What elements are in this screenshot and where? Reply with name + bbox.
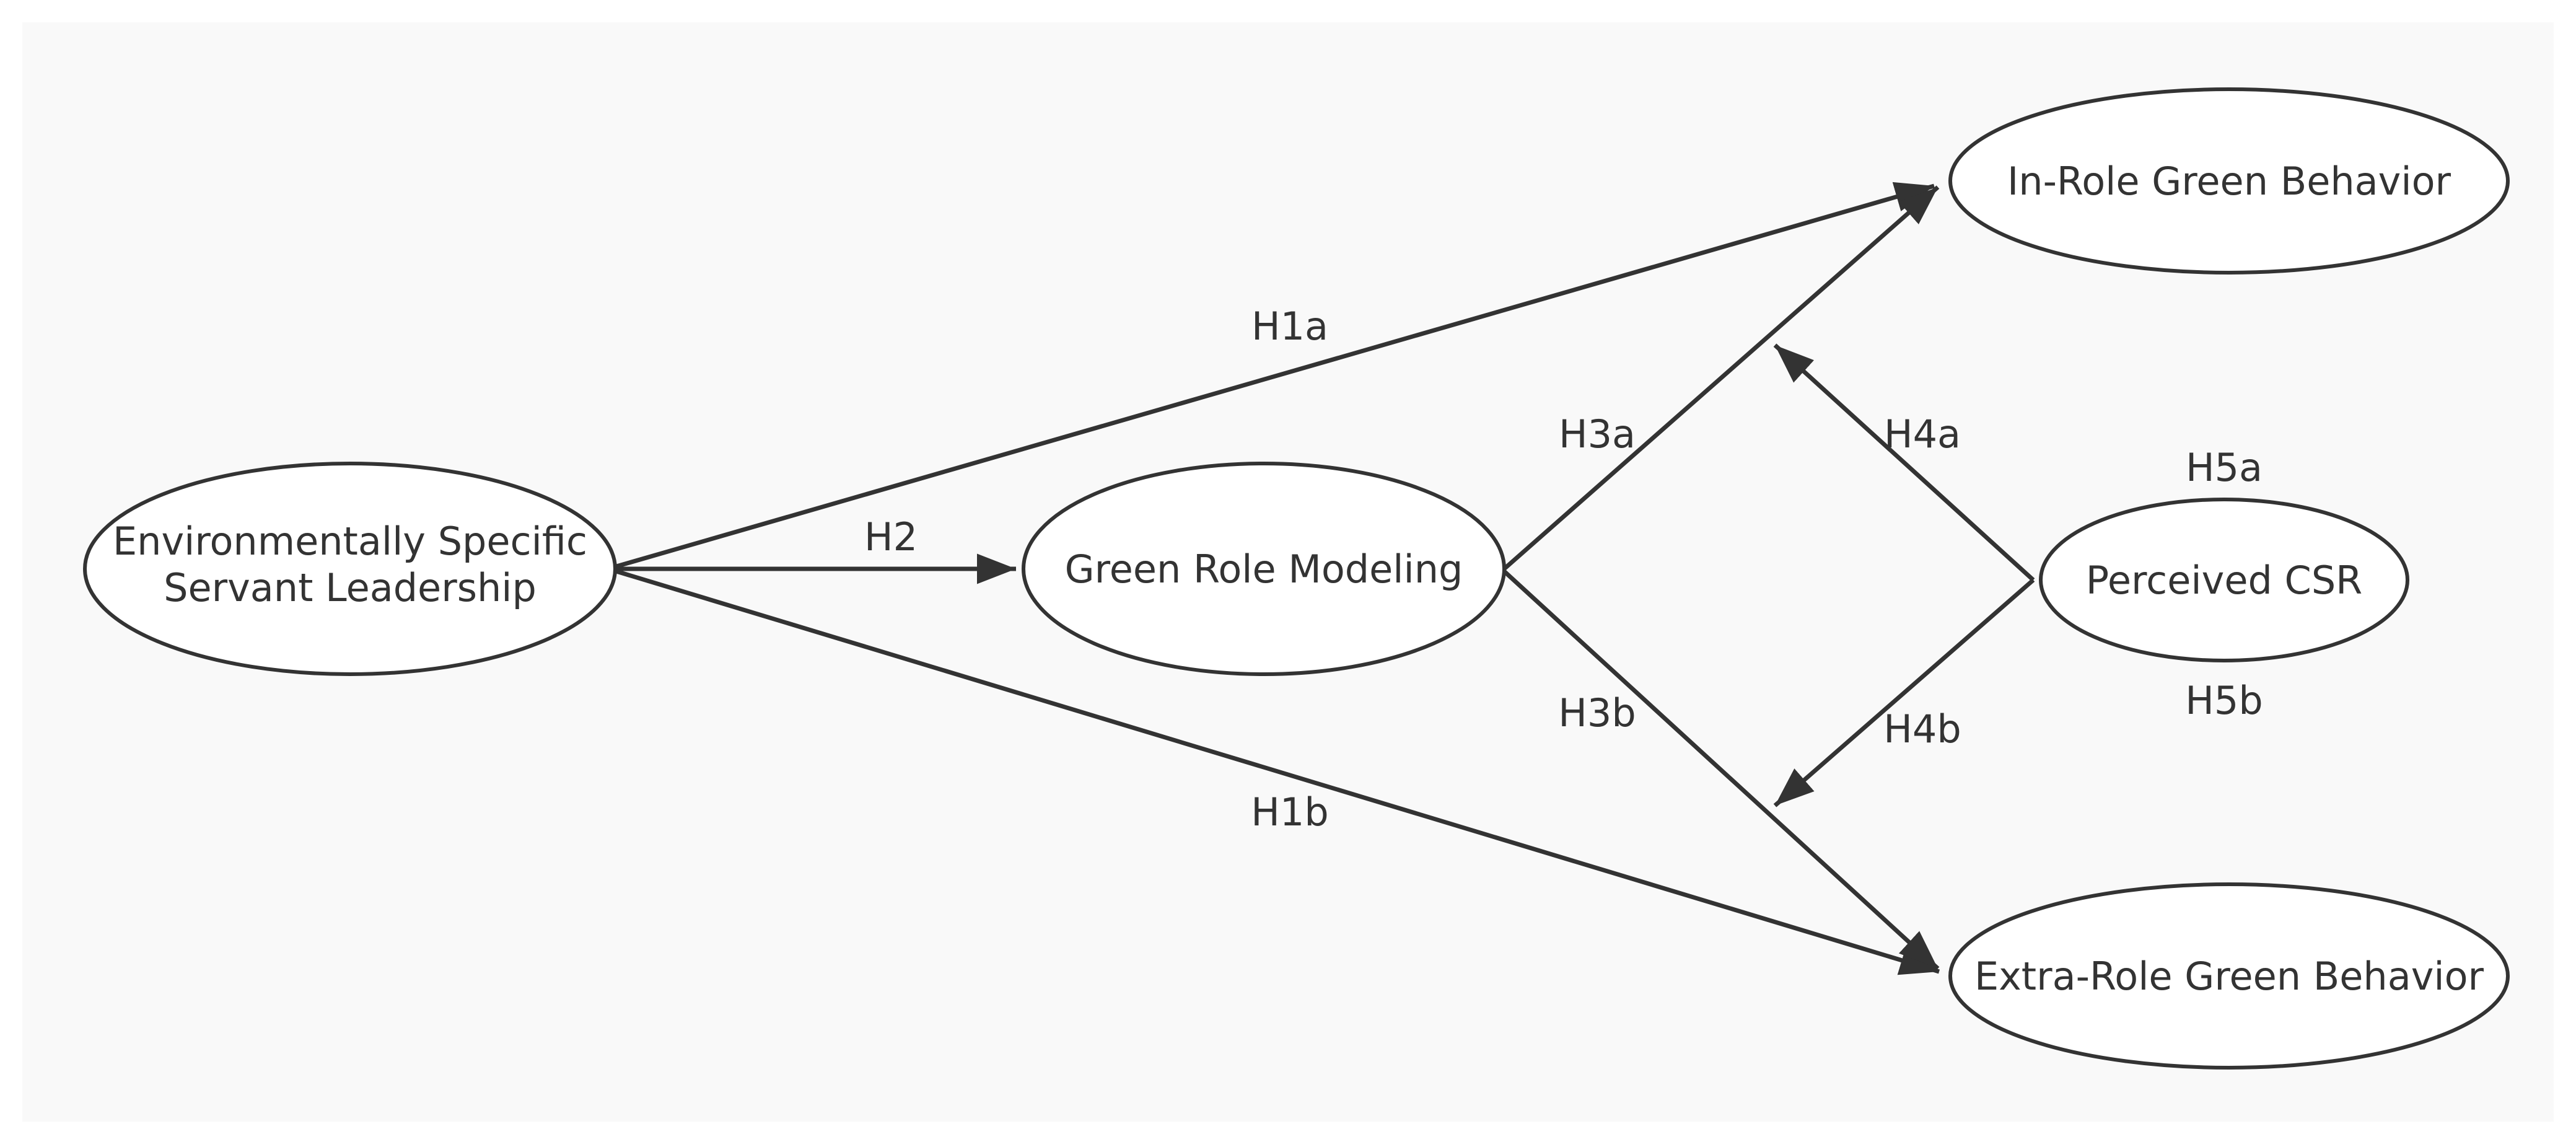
node-environmentally-specific-servant-leadership: Environmentally Specific Servant Leaders… bbox=[83, 462, 617, 676]
edge-label-h3b: H3b bbox=[1558, 690, 1636, 736]
node-green-role-modeling: Green Role Modeling bbox=[1022, 462, 1506, 676]
edge-h4b bbox=[1773, 578, 2035, 807]
edge-label-h1a: H1a bbox=[1251, 304, 1328, 349]
edge-label-h5a: H5a bbox=[2186, 445, 2263, 490]
edge-h3b bbox=[1502, 569, 1940, 970]
node-csr-label: Perceived CSR bbox=[2086, 558, 2363, 603]
edge-h1b bbox=[615, 569, 1940, 975]
edge-label-h5b: H5b bbox=[2185, 678, 2263, 723]
node-esl-line-2: Servant Leadership bbox=[164, 565, 537, 610]
edge-label-h4a: H4a bbox=[1884, 411, 1961, 457]
node-in-role-green-behavior: In-Role Green Behavior bbox=[1948, 87, 2510, 275]
node-irgb-label: In-Role Green Behavior bbox=[2007, 159, 2451, 204]
node-ergb-label: Extra-Role Green Behavior bbox=[1974, 954, 2484, 999]
node-extra-role-green-behavior: Extra-Role Green Behavior bbox=[1948, 882, 2510, 1070]
node-grm-label: Green Role Modeling bbox=[1065, 547, 1463, 592]
edge-label-h2: H2 bbox=[864, 514, 918, 560]
edge-h1a bbox=[616, 182, 1935, 569]
edge-label-h3a: H3a bbox=[1559, 411, 1636, 457]
edge-label-h1b: H1b bbox=[1251, 789, 1328, 835]
edge-h3a bbox=[1502, 185, 1940, 571]
node-esl-line-1: Environmentally Specific bbox=[113, 519, 587, 564]
node-perceived-csr: Perceived CSR bbox=[2039, 498, 2409, 662]
edge-label-h4b: H4b bbox=[1883, 706, 1961, 752]
edge-h4a bbox=[1773, 343, 2035, 582]
